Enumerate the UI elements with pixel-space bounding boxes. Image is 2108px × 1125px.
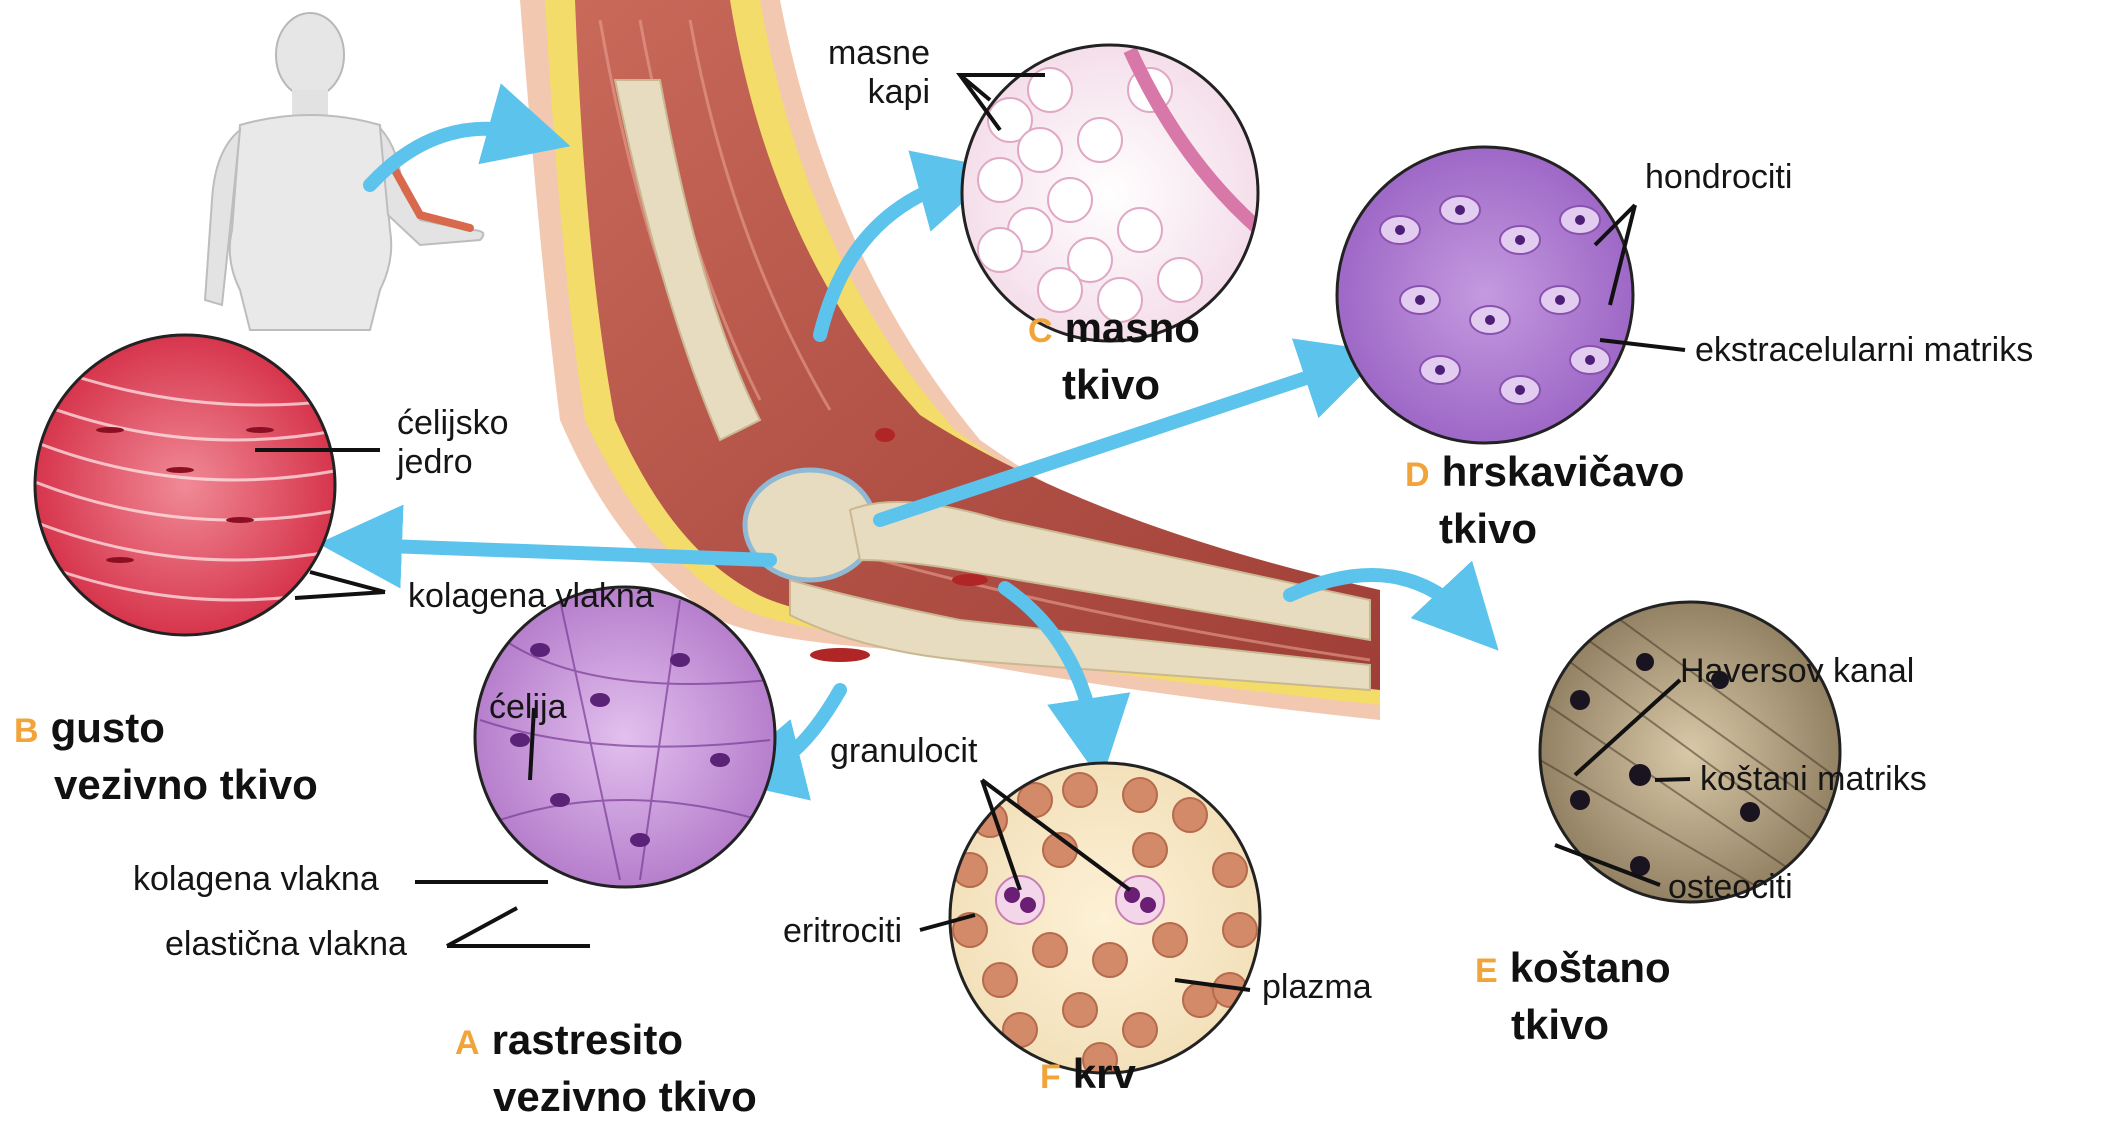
- leader-bone-matrix: [1655, 779, 1690, 780]
- label-chondrocytes: hondrociti: [1645, 158, 1792, 197]
- label-loose-cell: ćelija: [489, 688, 566, 727]
- label-dense-collagen: kolagena vlakna: [408, 577, 654, 616]
- label-osteocytes: osteociti: [1668, 868, 1793, 907]
- panel-letter-c: C: [1028, 312, 1053, 350]
- label-bone-matrix: koštani matriks: [1700, 760, 1927, 799]
- label-loose-elastic: elastična vlakna: [165, 925, 407, 964]
- micrograph-loose-connective: [475, 587, 775, 887]
- label-haversian-canal: Haversov kanal: [1680, 652, 1914, 691]
- micrograph-cartilage: [1337, 147, 1633, 443]
- panel-letter-b: B: [14, 712, 39, 750]
- label-granulocyte: granulocit: [830, 732, 977, 771]
- human-figure-icon: [205, 13, 483, 330]
- panel-letter-a: A: [455, 1024, 480, 1062]
- leader-loose-elastic: [447, 908, 590, 946]
- label-loose-collagen: kolagena vlakna: [133, 860, 379, 899]
- micrograph-adipose: [962, 45, 1260, 341]
- panel-letter-d: D: [1405, 456, 1430, 494]
- panel-letter-f: F: [1040, 1058, 1061, 1096]
- label-erythrocytes: eritrociti: [783, 912, 902, 951]
- panel-letter-e: E: [1475, 952, 1498, 990]
- leader-dense-collagen: [295, 572, 385, 598]
- micrograph-dense-connective: [30, 335, 340, 640]
- micrograph-blood: [950, 763, 1260, 1077]
- label-extracellular-matrix: ekstracelularni matriks: [1695, 331, 2033, 370]
- label-plasma: plazma: [1262, 968, 1372, 1007]
